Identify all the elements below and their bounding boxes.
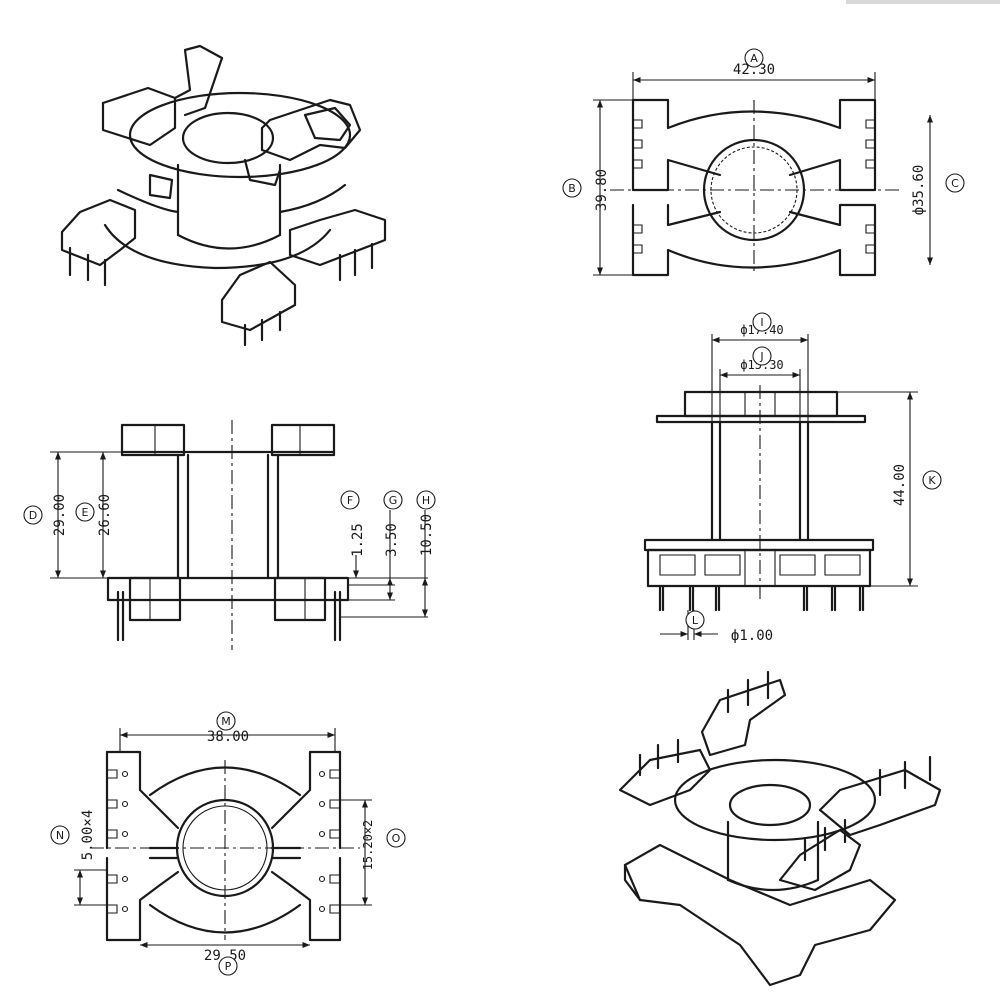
callout-c-circle bbox=[945, 173, 965, 193]
callout-h-label: H bbox=[422, 494, 430, 507]
callout-f-circle bbox=[340, 490, 360, 510]
callout-j-label: J bbox=[759, 350, 763, 363]
callout-i-label: I bbox=[760, 316, 763, 329]
top-edge-bar bbox=[846, 0, 1000, 4]
dim-k-value: 44.00 bbox=[892, 464, 908, 506]
callout-e-label: E bbox=[82, 506, 89, 519]
dim-m-value: 38.00 bbox=[207, 729, 249, 745]
callout-a-circle bbox=[744, 48, 764, 68]
top-view: 42.30 A 39.80 B ф35.60 C bbox=[562, 48, 965, 277]
bottom-view: 38.00 M 5.00×4 N 15.20×2 O 29.50 P bbox=[50, 711, 406, 976]
dim-f-value: 1.25 bbox=[350, 523, 366, 557]
callout-o-circle bbox=[386, 828, 406, 848]
callout-l-circle bbox=[685, 610, 705, 630]
front-view: 29.00 D 26.60 E 1.25 F 3.50 G 10.50 H bbox=[23, 420, 436, 650]
dim-l-value: ф1.00 bbox=[731, 628, 773, 644]
callout-o-label: O bbox=[392, 832, 401, 845]
side-view: ф17.40 I ф15.30 J 44.00 K L ф1.00 bbox=[643, 312, 942, 644]
callout-j-circle bbox=[752, 346, 772, 366]
callout-m-circle bbox=[216, 711, 236, 731]
dim-d-value: 29.00 bbox=[52, 494, 68, 536]
callout-b-circle bbox=[562, 178, 582, 198]
dim-h-value: 10.50 bbox=[419, 514, 435, 556]
dim-e-value: 26.60 bbox=[97, 494, 113, 536]
dim-o-value: 15.20×2 bbox=[361, 820, 375, 871]
callout-i-circle bbox=[752, 312, 772, 332]
dim-b-value: 39.80 bbox=[594, 169, 610, 211]
isometric-view-top bbox=[60, 44, 387, 347]
callout-h-circle bbox=[416, 490, 436, 510]
callout-c-label: C bbox=[951, 177, 959, 190]
callout-d-circle bbox=[23, 505, 43, 525]
callout-l-label: L bbox=[692, 614, 699, 627]
callout-p-label: P bbox=[225, 960, 232, 973]
dim-p-value: 29.50 bbox=[204, 948, 246, 964]
isometric-view-bottom bbox=[618, 670, 942, 987]
dim-a-value: 42.30 bbox=[733, 62, 775, 78]
callout-m-label: M bbox=[221, 715, 231, 728]
callout-k-circle bbox=[922, 470, 942, 490]
callout-d-label: D bbox=[29, 509, 37, 522]
callout-b-label: B bbox=[568, 182, 576, 195]
dim-g-value: 3.50 bbox=[384, 523, 400, 557]
callout-g-label: G bbox=[389, 494, 398, 507]
callout-p-circle bbox=[218, 956, 238, 976]
callout-f-label: F bbox=[347, 494, 353, 507]
dim-n-value: 5.00×4 bbox=[80, 810, 96, 861]
callout-a-label: A bbox=[750, 52, 758, 65]
callout-n-label: N bbox=[56, 829, 64, 842]
callout-n-circle bbox=[50, 825, 70, 845]
callout-e-circle bbox=[75, 502, 95, 522]
dim-c-value: ф35.60 bbox=[911, 165, 927, 216]
callout-k-label: K bbox=[928, 474, 936, 487]
callout-g-circle bbox=[383, 490, 403, 510]
